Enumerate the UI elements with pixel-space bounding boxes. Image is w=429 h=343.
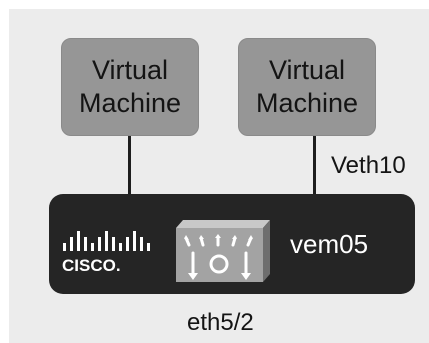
vm2-label-line2: Machine [255, 88, 359, 118]
vm1-label-line1: Virtual [91, 55, 169, 85]
vm1-link-line [128, 136, 131, 197]
cisco-logo-text: CISCO. [62, 256, 121, 275]
uplink-port-label: eth5/2 [187, 309, 254, 336]
cisco-logo-icon: CISCO. [62, 231, 150, 275]
vm1-label-line2: Machine [78, 88, 182, 118]
veth-port-label: Veth10 [331, 152, 406, 179]
vm2-link-line [313, 136, 316, 197]
virtual-machine-1: Virtual Machine [61, 38, 199, 136]
vem-switch-icon [176, 220, 270, 282]
virtual-machine-2: Virtual Machine [238, 38, 376, 136]
vem-name-label: vem05 [290, 229, 369, 259]
vm2-label-line1: Virtual [268, 55, 346, 85]
